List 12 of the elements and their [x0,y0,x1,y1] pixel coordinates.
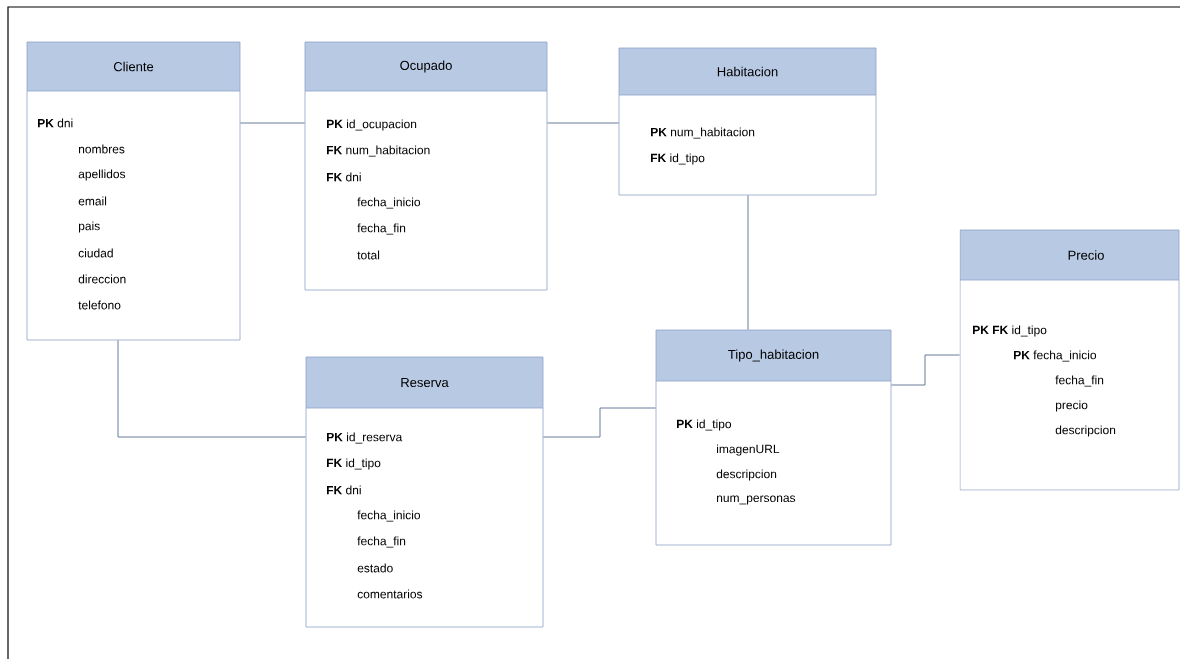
entity-table: Tipo_habitacion PK id_tipo imagenURL descripcion num_personas [655,329,892,546]
connector-line [542,407,657,438]
connector-line [117,339,307,438]
connector-line [747,194,749,331]
entity-table: Reserva PK id_reserva FK id_tipo FK dni fecha_inicio fecha_fin estado comentarios [305,356,544,628]
connector-line [546,122,620,124]
entity-table: Precio PK FK id_tipo PK fecha_inicio fecha_fin precio descripcion [959,229,1180,491]
connector-line [890,354,961,386]
entity-table: Habitacion PK num_habitacion FK id_tipo [618,47,877,196]
entity-table: Ocupado PK id_ocupacion FK num_habitacion FK dni fecha_inicio fecha_fin total [304,41,548,291]
connector-line [239,122,306,124]
entity-table: Cliente PK dni nombres apellidos email pais ciudad direccion telefono [26,41,241,341]
